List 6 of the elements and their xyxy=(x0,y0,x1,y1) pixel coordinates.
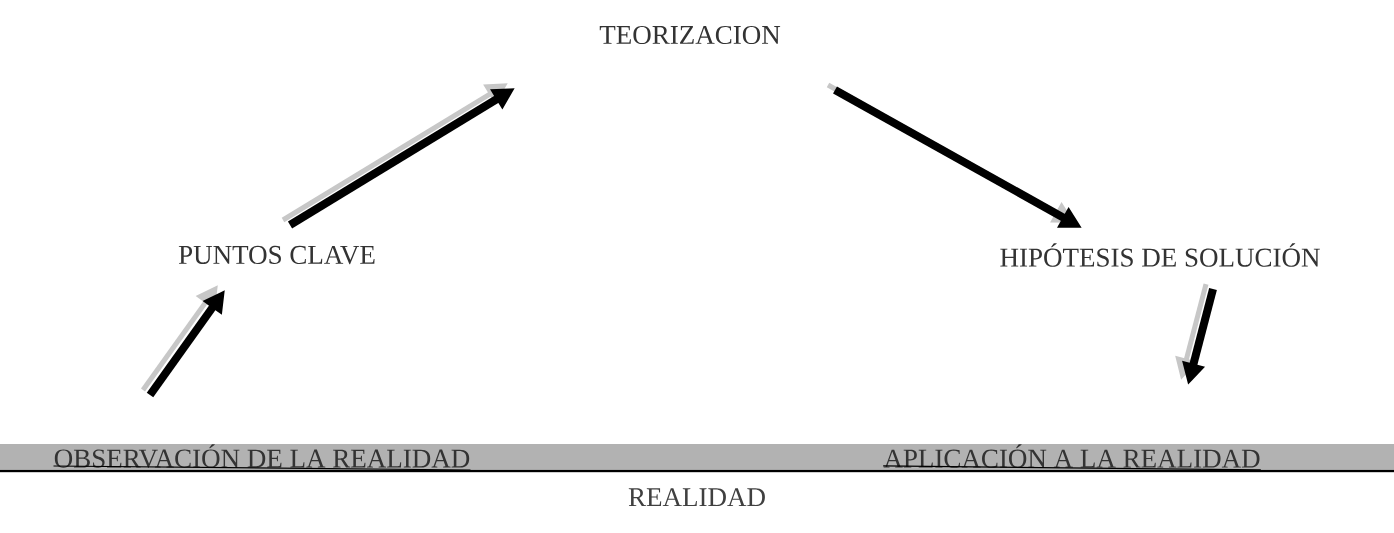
stage-label: HIPÓTESIS DE SOLUCIÓN xyxy=(1000,243,1320,267)
stage-label: PUNTOS CLAVE xyxy=(178,245,375,265)
band-label: APLICACIÓN A LA REALIDAD xyxy=(882,444,1262,471)
heading: REALIDAD xyxy=(628,488,765,507)
stage-label: TEORIZACION xyxy=(599,25,781,45)
band-label: OBSERVACIÓN DE LA REALIDAD xyxy=(52,444,472,471)
